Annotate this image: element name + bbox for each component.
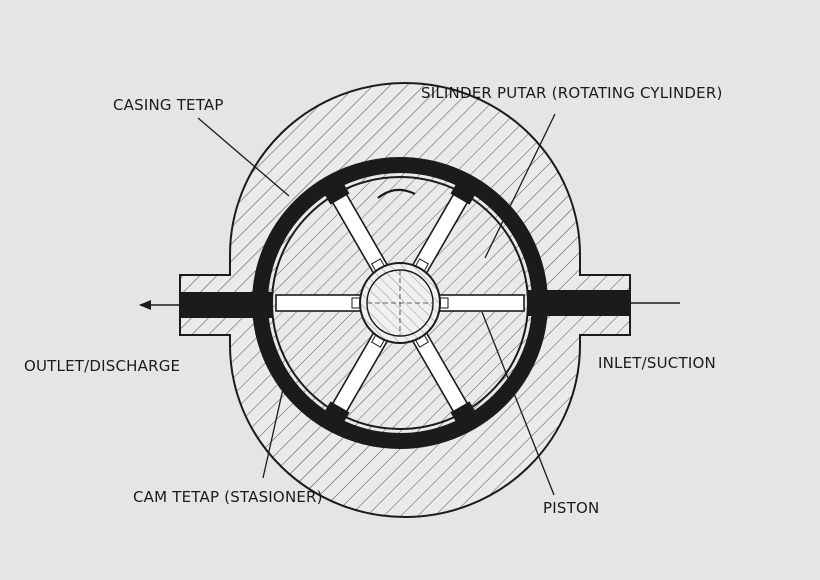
label-piston: PISTON (543, 499, 599, 517)
label-cam: CAM TETAP (STASIONER) (133, 488, 323, 506)
cam-ring (252, 157, 548, 449)
central-shaft (359, 262, 441, 344)
label-outlet: OUTLET/DISCHARGE (24, 357, 180, 375)
piston (275, 294, 363, 312)
casing-leader (197, 117, 290, 197)
rotation-arrow (377, 188, 416, 199)
label-inlet: INLET/SUCTION (598, 354, 716, 372)
cam-leader (262, 379, 286, 479)
piston (437, 294, 525, 312)
leader-lines (197, 113, 556, 496)
label-casing: CASING TETAP (113, 96, 224, 114)
rotor-leader (484, 113, 556, 259)
labels: CASING TETAP SILINDER PUTAR (ROTATING CY… (24, 84, 723, 517)
label-rotating-cylinder: SILINDER PUTAR (ROTATING CYLINDER) (421, 84, 723, 102)
piston-leader (481, 311, 555, 496)
